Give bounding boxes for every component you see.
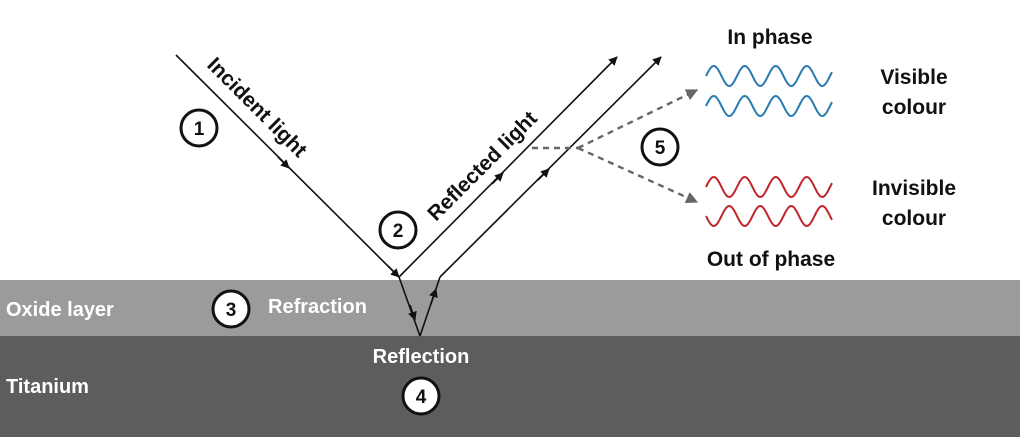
invisible-colour-label-line2: colour (882, 207, 946, 230)
refracted-ray-up-arrow (429, 288, 438, 305)
step-marker-3: 3 (211, 289, 251, 329)
incident-ray-end-arrow (387, 265, 400, 278)
refracted-ray-down (398, 276, 421, 337)
visible-colour-label-line1: Visible (880, 66, 947, 89)
step-marker-5: 5 (640, 127, 680, 167)
reflected-ray-substrate (439, 56, 662, 278)
step-marker-4: 4 (401, 376, 441, 416)
step-number-3: 3 (226, 300, 237, 321)
titanium-band (0, 336, 1020, 437)
reflected-ray-surface (398, 56, 618, 278)
reflected-light-label: Reflected light (423, 107, 542, 226)
refracted-ray-up (419, 276, 441, 337)
out-of-phase-wave-top (705, 175, 833, 199)
in-phase-label: In phase (727, 26, 812, 49)
refraction-label: Refraction (268, 296, 367, 318)
in-phase-wave-bottom (705, 94, 833, 118)
out-of-phase-wave-bottom (705, 204, 833, 228)
step-number-4: 4 (416, 387, 427, 408)
reflected-ray-surface-mid-arrow (491, 172, 504, 185)
out-of-phase-label: Out of phase (707, 248, 835, 271)
reflected-ray-substrate-mid-arrow (537, 168, 550, 181)
step-number-2: 2 (393, 221, 404, 242)
incident-ray-mid-arrow (277, 156, 290, 169)
refracted-ray-down-arrow (408, 304, 417, 321)
invisible-colour-label-line1: Invisible (872, 177, 956, 200)
step-number-1: 1 (194, 119, 205, 140)
step-number-5: 5 (655, 138, 666, 159)
step-marker-1: 1 (179, 108, 219, 148)
dashed-arrow-invisible (577, 146, 699, 204)
in-phase-wave-top (705, 64, 833, 88)
dashed-arrow-visible (577, 88, 699, 150)
titanium-label: Titanium (6, 376, 89, 398)
visible-colour-label-line2: colour (882, 96, 946, 119)
oxide-layer-band (0, 280, 1020, 336)
oxide-layer-label: Oxide layer (6, 299, 114, 321)
incident-light-label: Incident light (202, 53, 311, 162)
reflection-label: Reflection (373, 346, 470, 368)
step-marker-2: 2 (378, 210, 418, 250)
